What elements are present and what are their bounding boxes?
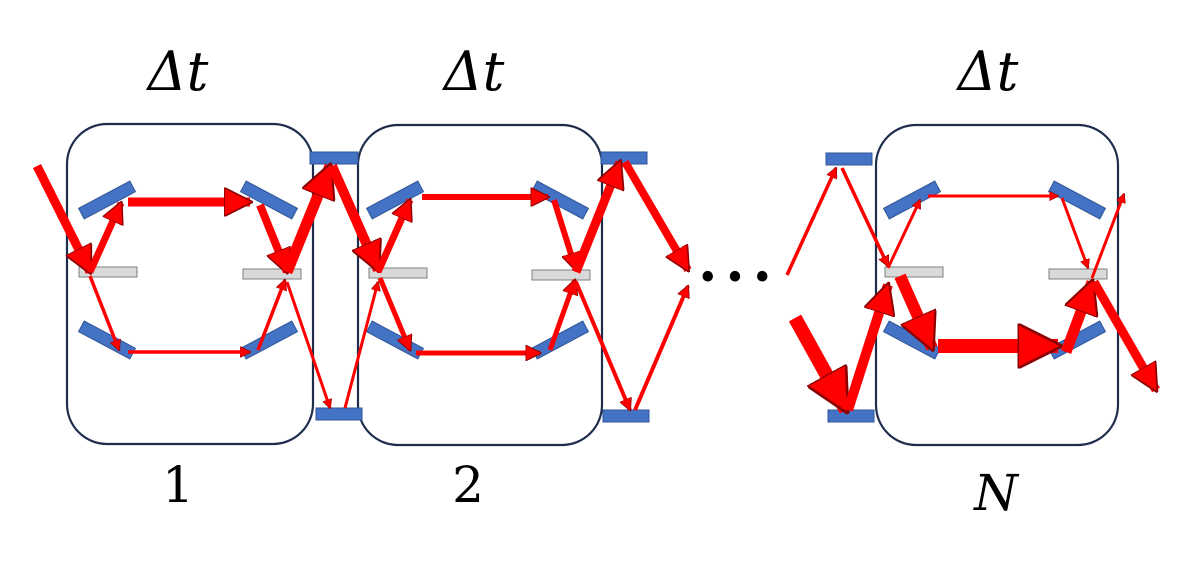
mirror [315, 407, 363, 421]
laser-beam-arrow [285, 281, 330, 408]
laser-beam-arrow [327, 163, 383, 270]
laser-beam-arrow [256, 203, 287, 272]
stage-2-time-label: Δt [442, 40, 505, 103]
laser-beam-arrow [621, 159, 692, 270]
laser-beam-arrow [843, 285, 888, 412]
mirror [825, 152, 873, 166]
laser-beam-arrow [1090, 279, 1160, 390]
mirror [365, 180, 425, 220]
laser-beams [32, 159, 1160, 412]
laser-beam-arrow [551, 199, 576, 270]
stage-1-index-label: 1 [162, 456, 194, 514]
laser-beam-arrow [256, 280, 285, 351]
laser-beam-arrow [894, 273, 938, 348]
stage-2-index-label: 2 [452, 456, 484, 514]
mirrors [77, 151, 1107, 423]
ellipsis: ••• [697, 258, 779, 299]
mirror [77, 180, 137, 220]
laser-beam-arrow [281, 166, 330, 275]
laser-beam-arrow [785, 168, 838, 276]
stage-n-box [874, 123, 1120, 447]
laser-beam-arrow [886, 200, 922, 269]
mirror [309, 151, 359, 165]
laser-beam-arrow [547, 280, 575, 351]
stage-1-time-label: Δt [146, 40, 209, 103]
stage-1-box [65, 122, 315, 446]
mirror [882, 180, 942, 220]
laser-beam-arrow [1060, 197, 1088, 268]
laser-beam-arrow [1060, 282, 1092, 354]
laser-beam-arrow [88, 275, 119, 350]
laser-beam-arrow [32, 163, 95, 272]
mirror [602, 409, 650, 423]
laser-beam-arrow [840, 167, 890, 266]
laser-beam-arrow [1090, 194, 1124, 279]
laser-beam-arrow [788, 314, 853, 410]
laser-beam-arrow [571, 162, 620, 274]
stage-n-time-label: Δt [956, 40, 1019, 103]
mirror [77, 320, 137, 360]
mirror [827, 409, 875, 423]
laser-beam-arrow [343, 282, 378, 409]
mirror [1047, 180, 1107, 220]
beam-splitters [78, 266, 1108, 281]
mirror [239, 180, 299, 220]
laser-beam-arrow [86, 203, 125, 274]
laser-beam-arrow [377, 277, 410, 350]
stage-2-box [356, 123, 604, 447]
beam-splitter [884, 266, 944, 278]
beam-splitter [531, 269, 591, 281]
stage-n-index-label: N [973, 464, 1020, 522]
mirror [365, 320, 425, 360]
beam-splitter [1048, 268, 1108, 280]
mirror [600, 151, 648, 165]
laser-beam-arrow [633, 286, 690, 411]
laser-beam-arrow [374, 200, 414, 274]
laser-beam-arrow [574, 281, 632, 410]
